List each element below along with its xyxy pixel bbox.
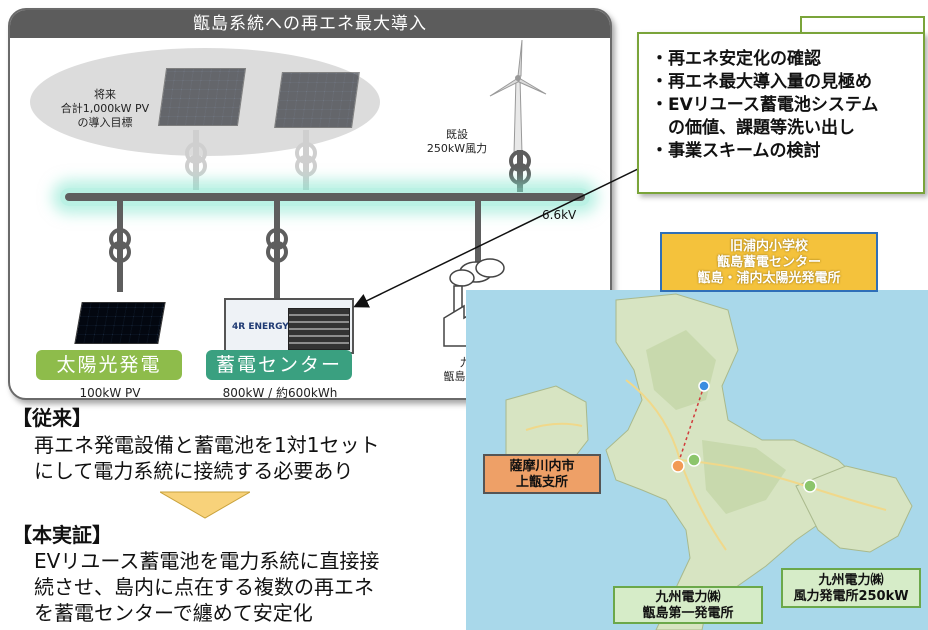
solar-caption: 100kW PV	[79, 386, 141, 400]
site-label-line-3: 甑島・浦内太陽光発電所	[697, 271, 841, 286]
power-plant-map-label: 九州電力㈱ 甑島第一発電所	[613, 586, 763, 624]
storage-caption: 800kW / 約600kWh	[222, 386, 338, 400]
future-transformer-icon	[295, 142, 317, 178]
demonstration-line-3: を蓄電センターで纏めて安定化	[34, 601, 313, 625]
system-diagram-panel: 甑島系統への再エネ最大導入 将来 合計1,000kW PV の導入目標 既設 2…	[8, 8, 612, 400]
demonstration-heading: 【本実証】	[12, 523, 112, 547]
wind-turbine-icon	[489, 39, 547, 155]
city-office-label: 薩摩川内市 上甑支所	[483, 454, 601, 494]
future-pv-line-3: の導入目標	[77, 116, 133, 129]
conventional-line-2: にして電力系統に接続する必要あり	[34, 459, 354, 483]
site-label-line-2: 甑島蓄電センター	[716, 255, 821, 270]
demonstration-line-1: EVリユース蓄電池を電力系統に直接接	[34, 549, 380, 573]
goal-item: の価値、課題等洗い出し	[651, 118, 855, 138]
future-transformer-icon	[185, 142, 207, 178]
plant-map-line-2: 甑島第一発電所	[642, 606, 734, 621]
storage-site-label: 旧浦内小学校 甑島蓄電センター 甑島・浦内太陽光発電所	[660, 232, 878, 292]
storage-label: 蓄電センター	[206, 350, 352, 380]
goal-item: ・再エネ最大導入量の見極め	[651, 72, 872, 92]
wind-map-line-1: 九州電力㈱	[818, 573, 884, 588]
future-pv-text: 将来 合計1,000kW PV の導入目標	[50, 88, 160, 130]
conventional-heading: 【従来】	[12, 406, 92, 430]
demonstration-line-2: 続させ、島内に点在する複数の再エネ	[34, 575, 374, 599]
battery-rack-icon	[288, 308, 350, 350]
conventional-line-1: 再エネ発電設備と蓄電池を1対1セット	[34, 433, 380, 457]
distribution-bus-line	[65, 193, 585, 201]
future-pv-line-1: 将来	[94, 88, 116, 101]
wind-transformer-icon	[509, 150, 531, 186]
goal-item: ・事業スキームの検討	[651, 141, 821, 161]
goal-item: ・EVリユース蓄電池システム	[651, 95, 879, 115]
goals-list: ・再エネ安定化の確認 ・再エネ最大導入量の見極め ・EVリユース蓄電池システム …	[651, 48, 923, 163]
plant-feeder-line	[475, 200, 481, 264]
map-terrain	[505, 293, 913, 630]
city-label-line-1: 薩摩川内市	[509, 459, 575, 474]
goals-box: ・再エネ安定化の確認 ・再エネ最大導入量の見極め ・EVリユース蓄電池システム …	[637, 32, 925, 194]
site-label-line-1: 旧浦内小学校	[729, 239, 808, 254]
plant-map-line-1: 九州電力㈱	[655, 590, 721, 605]
solar-transformer-icon	[109, 228, 131, 264]
existing-wind-text: 既設 250kW風力	[422, 128, 492, 156]
wind-farm-map-label: 九州電力㈱ 風力発電所250kW	[781, 568, 921, 608]
diagram-title: 甑島系統への再エネ最大導入	[10, 10, 610, 38]
goal-item: ・再エネ安定化の確認	[651, 49, 821, 69]
existing-wind-line-2: 250kW風力	[426, 142, 488, 155]
down-arrow-icon	[160, 491, 250, 519]
info-box-tab	[800, 16, 925, 34]
existing-wind-line-1: 既設	[446, 128, 468, 141]
storage-brand: 4R ENERGY	[232, 322, 289, 332]
wind-map-line-2: 風力発電所250kW	[793, 589, 909, 604]
future-pv-line-2: 合計1,000kW PV	[60, 102, 150, 115]
city-label-line-2: 上甑支所	[515, 475, 568, 490]
storage-transformer-icon	[266, 228, 288, 264]
solar-label: 太陽光発電	[36, 350, 182, 380]
